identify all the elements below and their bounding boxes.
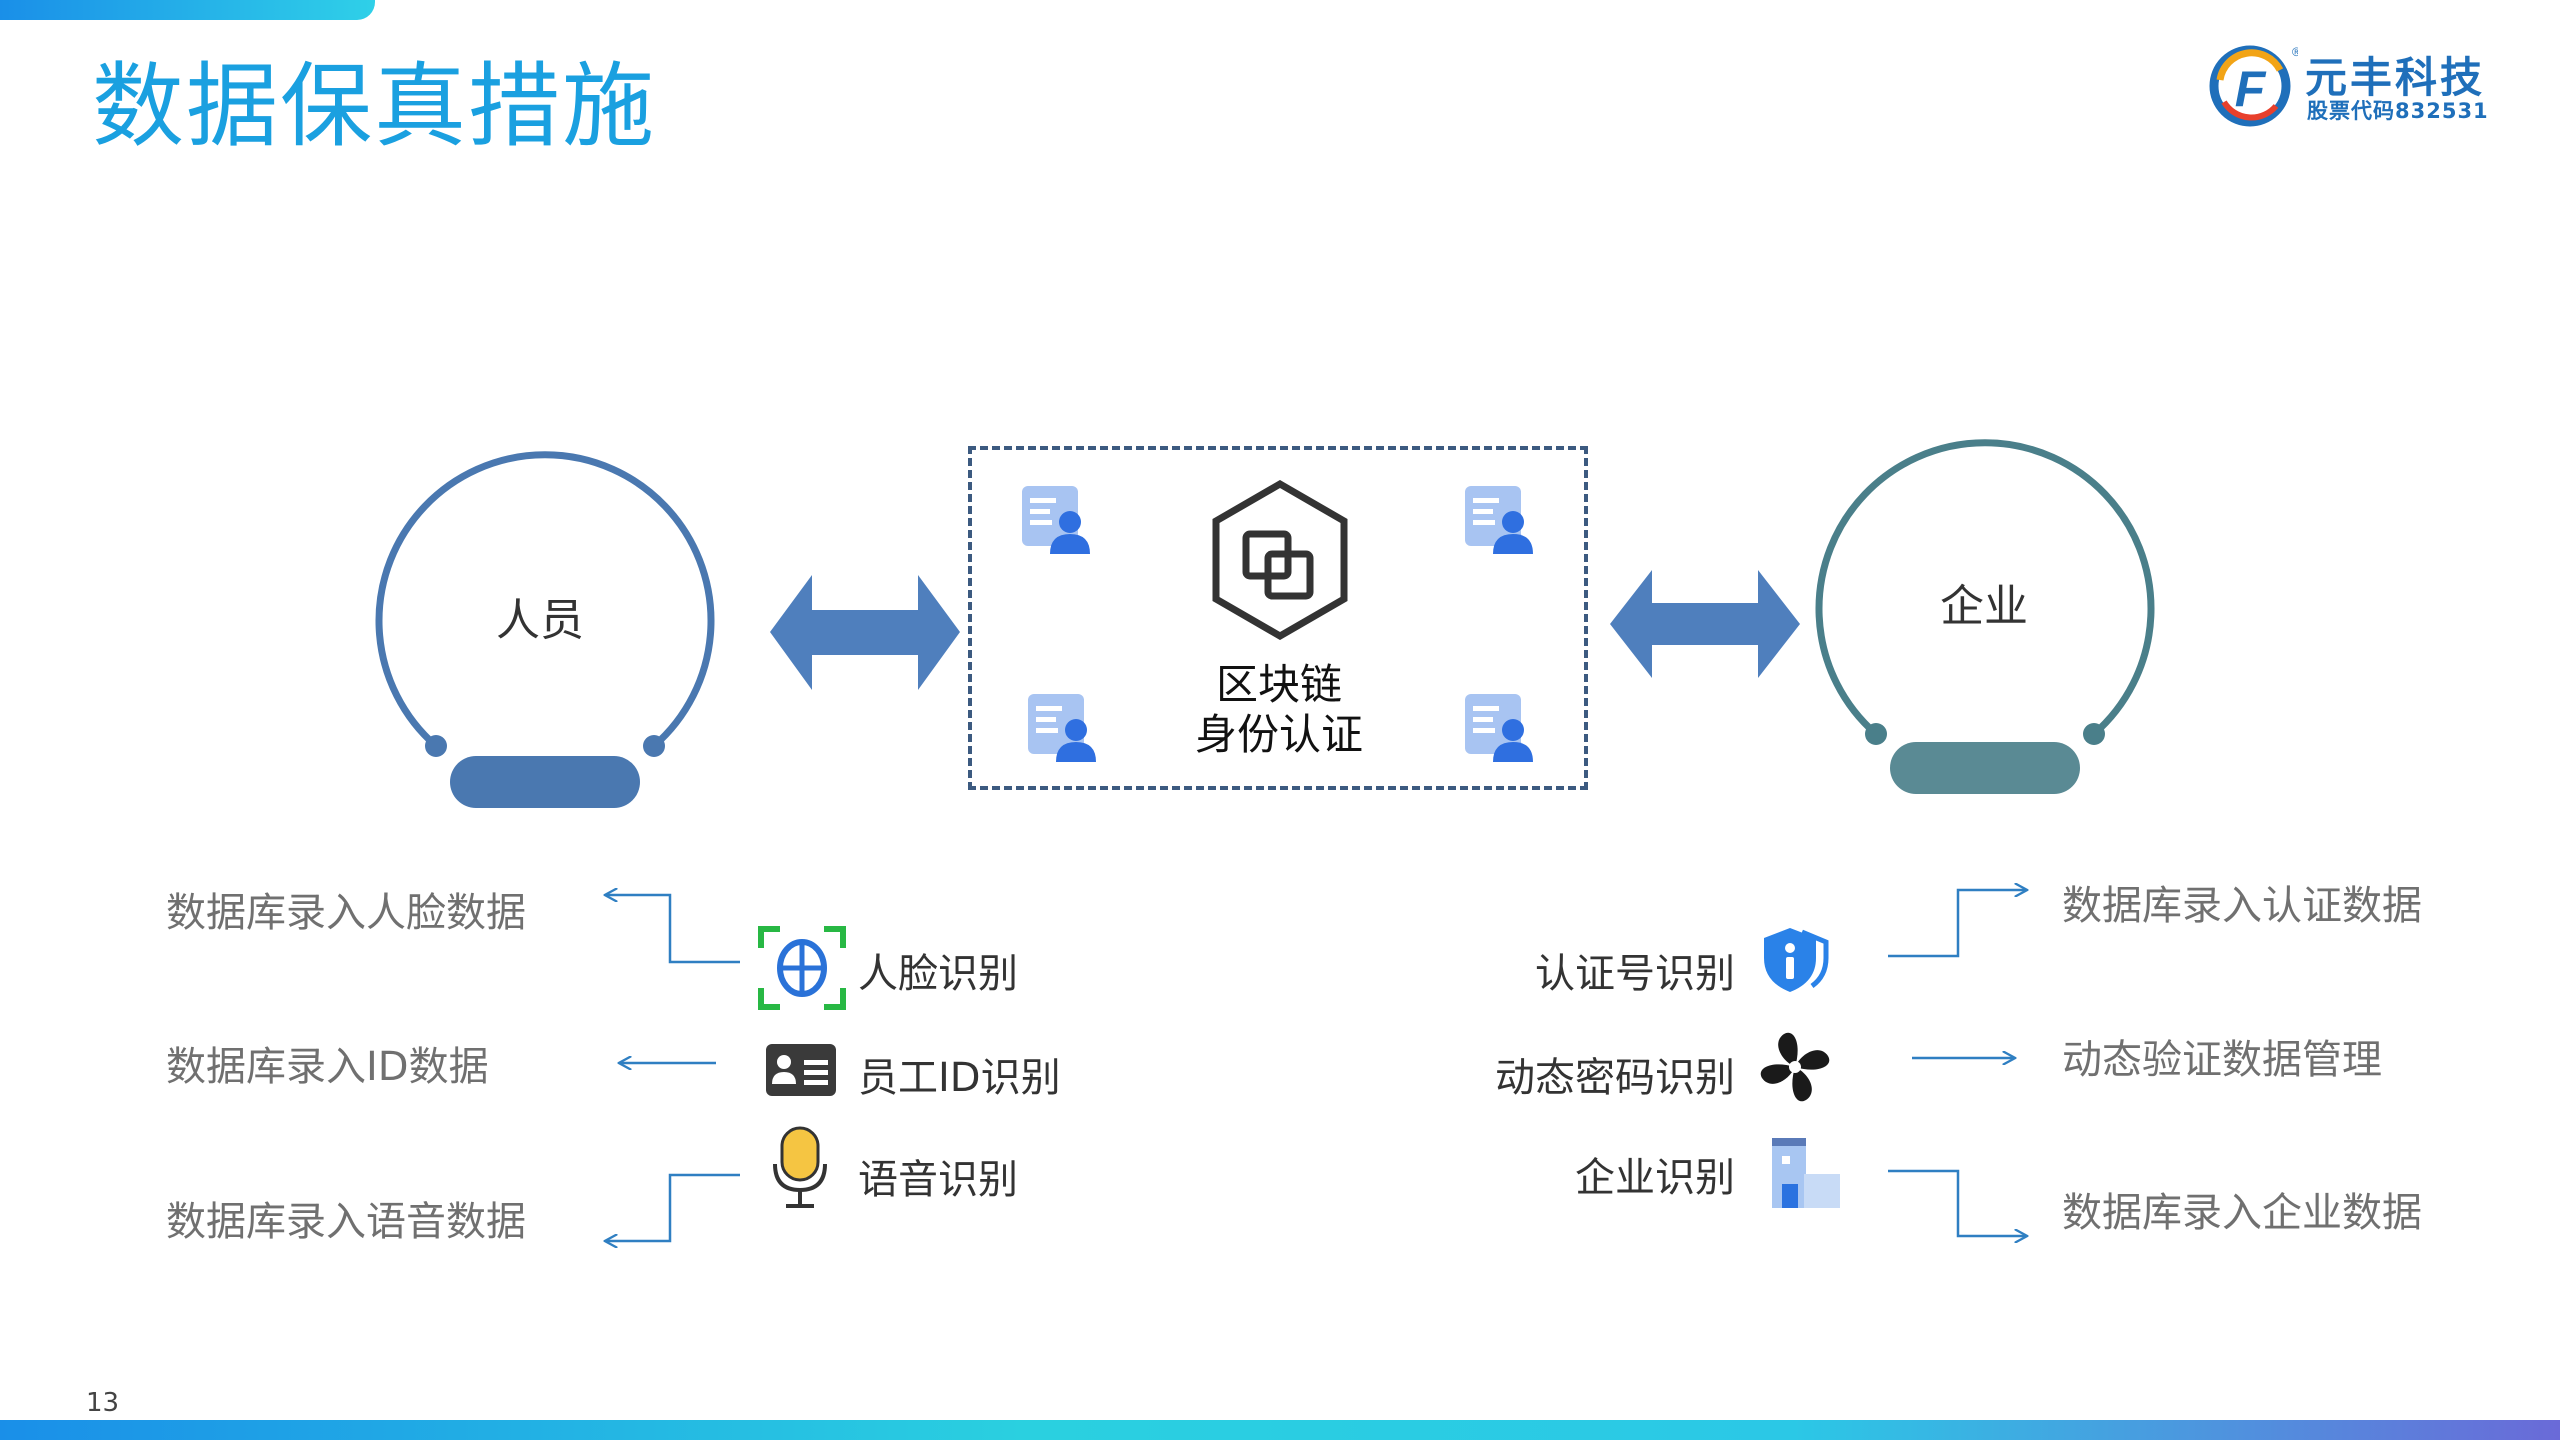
id-card-icon — [766, 1044, 836, 1096]
feature-face-recognition: 人脸识别 — [858, 951, 1018, 997]
blockchain-icon — [1212, 480, 1348, 640]
user-certificate-icon — [1028, 694, 1096, 762]
person-label: 人员 — [496, 595, 584, 646]
enterprise-base — [1890, 742, 2080, 794]
top-accent-bar — [0, 0, 375, 20]
feature-enterprise-recognition: 企业识别 — [1575, 1155, 1735, 1201]
svg-text:F: F — [2235, 61, 2267, 117]
enterprise-label: 企业 — [1940, 581, 2028, 632]
person-ring — [375, 451, 715, 757]
company-logo-icon: F ® — [2209, 45, 2298, 127]
feature-dynamic-password: 动态密码识别 — [1495, 1055, 1735, 1101]
svg-text:®: ® — [2292, 45, 2298, 59]
feature-cert-number: 认证号识别 — [1535, 951, 1735, 997]
result-face-data: 数据库录入人脸数据 — [166, 890, 526, 936]
result-cert-data: 数据库录入认证数据 — [2062, 883, 2422, 929]
brand-stock-code: 股票代码832531 — [2307, 99, 2489, 123]
person-base — [450, 756, 640, 808]
result-dynamic-data: 动态验证数据管理 — [2062, 1037, 2382, 1083]
face-scan-icon — [758, 926, 846, 1010]
shield-info-icon — [1764, 928, 1829, 992]
fan-icon — [1760, 1032, 1830, 1102]
result-enterprise-data: 数据库录入企业数据 — [2062, 1190, 2422, 1236]
feature-voice-recognition: 语音识别 — [858, 1157, 1018, 1203]
blockchain-box — [968, 446, 1588, 790]
user-certificate-icon — [1022, 486, 1090, 554]
brand-name: 元丰科技 — [2305, 53, 2486, 102]
microphone-icon — [773, 1126, 827, 1208]
building-icon — [1772, 1138, 1840, 1208]
bottom-accent-bar — [0, 1420, 2560, 1440]
feature-employee-id: 员工ID识别 — [858, 1055, 1061, 1101]
blockchain-label-line1: 区块链 — [1215, 660, 1342, 709]
double-arrow-left — [770, 575, 960, 690]
user-certificate-icon — [1465, 486, 1533, 554]
blockchain-label-line2: 身份认证 — [1194, 710, 1363, 760]
page-number: 13 — [86, 1388, 120, 1418]
slide-title: 数据保真措施 — [92, 53, 657, 160]
double-arrow-right — [1610, 570, 1800, 678]
result-voice-data: 数据库录入语音数据 — [166, 1199, 526, 1245]
connector-lines — [0, 860, 2560, 1260]
user-certificate-icon — [1465, 694, 1533, 762]
result-id-data: 数据库录入ID数据 — [166, 1044, 489, 1090]
enterprise-ring — [1815, 439, 2155, 745]
